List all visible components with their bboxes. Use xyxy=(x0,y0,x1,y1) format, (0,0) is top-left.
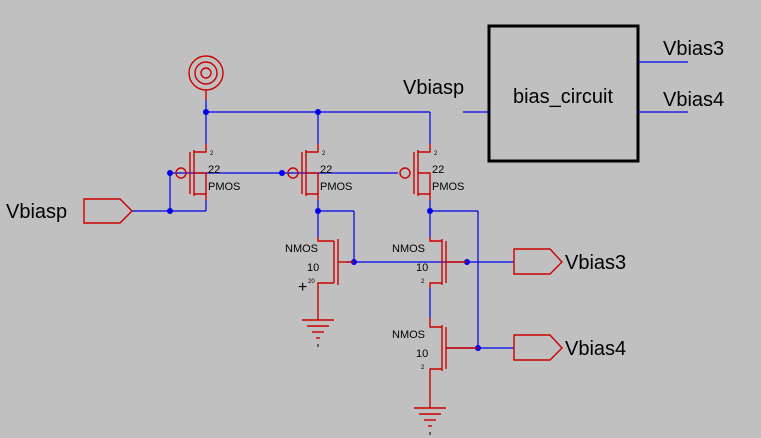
bias-circuit-label: bias_circuit xyxy=(513,86,613,108)
junction-dots xyxy=(167,109,481,351)
nmos-3-pin: 2 xyxy=(421,365,425,371)
nmos-1-label: NMOS xyxy=(285,243,318,255)
output-port-vbias3[interactable]: Vbias3 xyxy=(513,248,626,275)
ground-icon xyxy=(302,288,334,347)
pmos-transistor-3[interactable]: 2 22 PMOS xyxy=(399,144,464,200)
plus-marker: + xyxy=(298,279,307,296)
nmos-1-pin: 20 xyxy=(308,279,315,285)
nmos-3-size: 10 xyxy=(416,348,428,360)
nmos-transistor-1[interactable]: NMOS 10 20 xyxy=(285,237,354,288)
block-input-pin-label: Vbiasp xyxy=(403,77,464,99)
nmos-2-pin: 2 xyxy=(421,279,425,285)
vdd-supply-icon xyxy=(188,55,224,100)
pmos-2-size: 22 xyxy=(320,164,332,176)
block-output-pin-label-1: Vbias3 xyxy=(663,38,724,60)
nmos-3-label: NMOS xyxy=(392,329,425,341)
block-output-pin-label-2: Vbias4 xyxy=(663,89,724,111)
pmos-1-pin: 2 xyxy=(210,151,214,157)
pmos-3-size: 22 xyxy=(432,164,444,176)
ground-icon xyxy=(414,400,446,435)
bias-circuit-block[interactable]: bias_circuit Vbiasp Vbias3 Vbias4 xyxy=(403,24,724,163)
pmos-transistor-1[interactable]: 2 22 PMOS xyxy=(175,144,240,200)
pmos-transistor-2[interactable]: 2 22 PMOS xyxy=(287,144,352,200)
output-port-label-vbias3: Vbias3 xyxy=(565,252,626,274)
nmos-transistor-2[interactable]: NMOS 10 2 xyxy=(392,237,467,288)
pmos-2-pin: 2 xyxy=(322,151,326,157)
nmos-1-size: 10 xyxy=(307,262,319,274)
nmos-2-label: NMOS xyxy=(392,243,425,255)
pmos-3-label: PMOS xyxy=(432,181,464,193)
wires xyxy=(132,100,514,349)
pmos-1-label: PMOS xyxy=(208,181,240,193)
pmos-3-pin: 2 xyxy=(434,151,438,157)
output-port-label-vbias4: Vbias4 xyxy=(565,338,626,360)
output-port-vbias4[interactable]: Vbias4 xyxy=(513,334,626,361)
nmos-transistor-3[interactable]: NMOS 10 2 xyxy=(392,318,478,400)
pmos-2-label: PMOS xyxy=(320,181,352,193)
input-port-label: Vbiasp xyxy=(6,201,67,223)
nmos-2-size: 10 xyxy=(416,262,428,274)
pmos-1-size: 22 xyxy=(208,164,220,176)
input-port-vbiasp[interactable]: Vbiasp xyxy=(6,198,133,224)
